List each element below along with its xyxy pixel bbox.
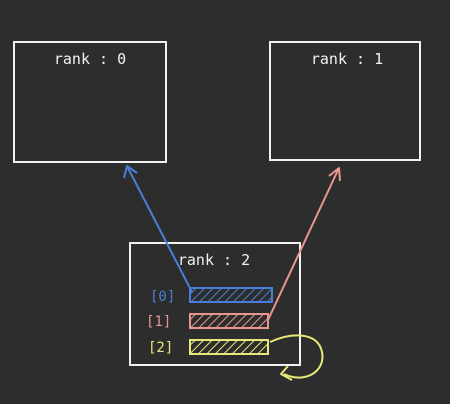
buffer-slot-0	[189, 287, 273, 303]
buffer-slot-1	[189, 313, 269, 329]
rank-0-box: rank : 0	[13, 41, 167, 163]
arrow-slot2-self-loop	[269, 334, 324, 381]
arrow-slot1-to-rank1	[267, 167, 341, 321]
rank-2-label: rank : 2	[178, 251, 250, 269]
rank-2-box: rank : 2	[129, 242, 301, 366]
rank-1-box: rank : 1	[269, 41, 421, 161]
arrow-slot0-to-rank0	[123, 165, 193, 293]
slot-0-label: [0]	[150, 289, 175, 305]
rank-1-label: rank : 1	[311, 50, 383, 68]
slot-2-label: [2]	[148, 340, 173, 356]
slot-1-label: [1]	[146, 314, 171, 330]
buffer-slot-2	[189, 339, 269, 355]
rank-0-label: rank : 0	[54, 50, 126, 68]
